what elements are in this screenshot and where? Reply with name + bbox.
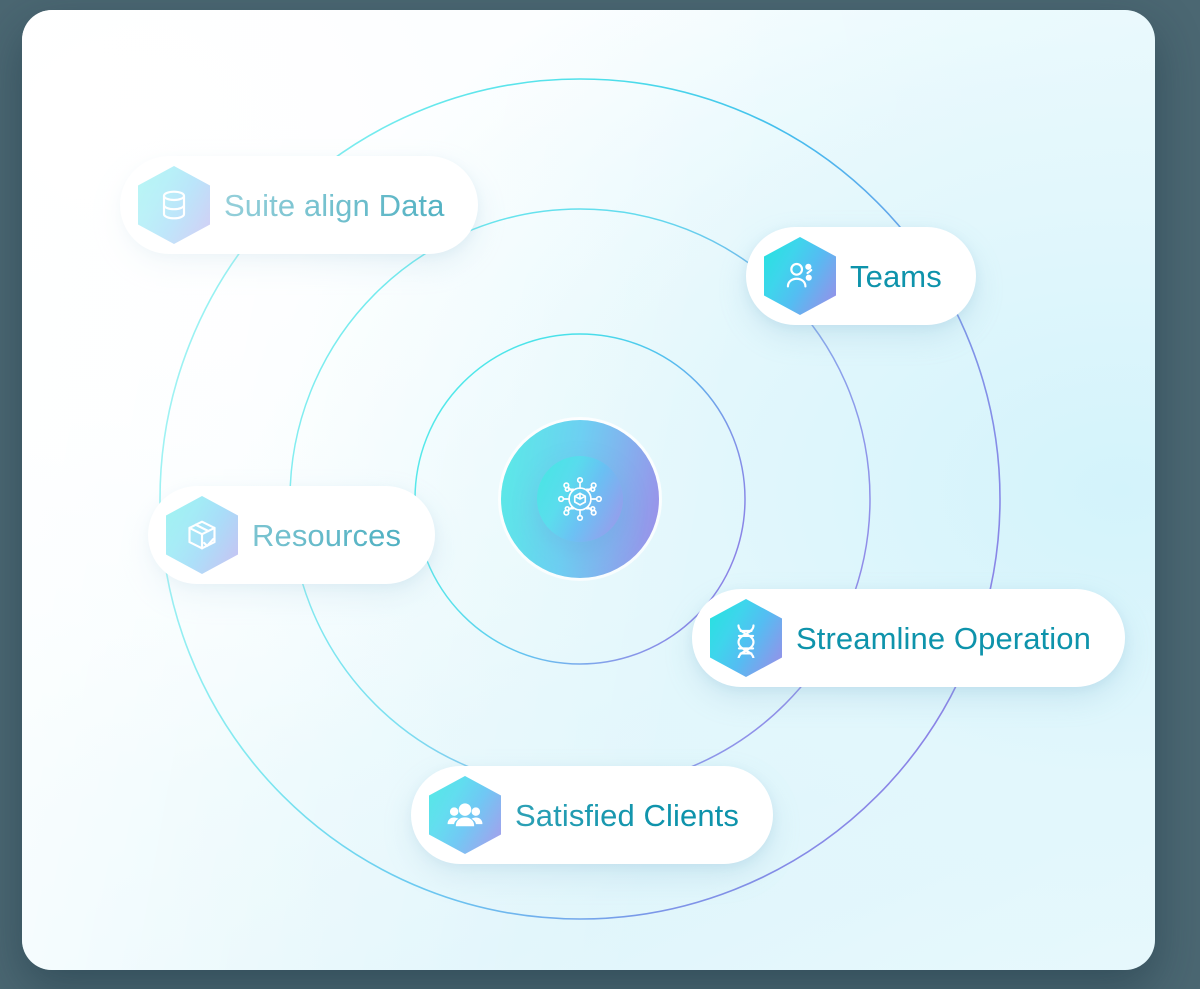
feature-card-label: Streamline Operation bbox=[796, 620, 1091, 656]
feature-card-satisfied-clients[interactable]: Satisfied Clients bbox=[411, 766, 773, 864]
feature-card-label: Resources bbox=[252, 517, 402, 553]
hex-badge bbox=[166, 496, 238, 574]
database-icon bbox=[162, 190, 186, 220]
users-group-icon bbox=[447, 803, 483, 827]
feature-card-teams[interactable]: Teams bbox=[746, 227, 976, 325]
feature-card-suite-align-data[interactable]: Suite align Data bbox=[120, 156, 479, 254]
orbit-stage: Suite align Data Teams bbox=[22, 10, 1155, 970]
feature-card-label: Suite align Data bbox=[224, 187, 445, 223]
network-cube-icon bbox=[557, 476, 603, 522]
hex-badge bbox=[138, 166, 210, 244]
hex-badge bbox=[710, 599, 782, 677]
hex-badge bbox=[429, 776, 501, 854]
hub-core bbox=[537, 456, 623, 542]
feature-orbit-panel: Suite align Data Teams bbox=[22, 10, 1155, 970]
feature-card-resources[interactable]: Resources bbox=[148, 486, 436, 584]
center-hub[interactable] bbox=[498, 417, 662, 581]
feature-card-streamline-operation[interactable]: Streamline Operation bbox=[692, 589, 1125, 687]
user-badge-icon bbox=[786, 262, 813, 288]
package-check-icon bbox=[188, 520, 216, 550]
dna-helix-icon bbox=[737, 624, 755, 658]
orbit-ring-outer bbox=[159, 78, 1001, 920]
feature-card-label: Satisfied Clients bbox=[515, 797, 739, 833]
feature-card-label: Teams bbox=[850, 258, 942, 294]
hex-badge bbox=[764, 237, 836, 315]
